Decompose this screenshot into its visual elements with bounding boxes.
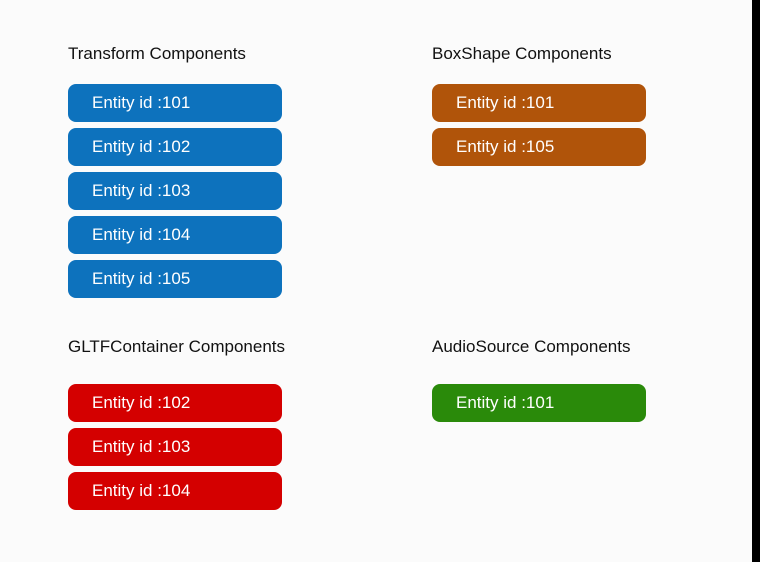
component-group-audiosource: AudioSource Components Entity id :101 bbox=[432, 337, 646, 422]
entity-pill[interactable]: Entity id :105 bbox=[432, 128, 646, 166]
group-title-gltfcontainer: GLTFContainer Components bbox=[68, 337, 286, 356]
entity-pill[interactable]: Entity id :104 bbox=[68, 216, 282, 254]
entity-pill-label: Entity id :101 bbox=[92, 93, 191, 112]
entity-pill-label: Entity id :101 bbox=[456, 393, 555, 412]
entity-pill-label: Entity id :105 bbox=[456, 137, 555, 156]
component-group-gltfcontainer: GLTFContainer Components Entity id :102 … bbox=[68, 337, 286, 510]
entity-pill[interactable]: Entity id :103 bbox=[68, 428, 282, 466]
entity-pill[interactable]: Entity id :101 bbox=[432, 84, 646, 122]
entity-pill[interactable]: Entity id :102 bbox=[68, 128, 282, 166]
right-edge-band bbox=[752, 0, 760, 562]
entity-list-audiosource: Entity id :101 bbox=[432, 384, 646, 428]
entity-pill[interactable]: Entity id :102 bbox=[68, 384, 282, 422]
entity-pill-label: Entity id :103 bbox=[92, 437, 191, 456]
entity-list-transform: Entity id :101 Entity id :102 Entity id … bbox=[68, 84, 282, 304]
entity-pill[interactable]: Entity id :101 bbox=[68, 84, 282, 122]
group-title-audiosource: AudioSource Components bbox=[432, 337, 631, 356]
entity-pill-label: Entity id :101 bbox=[456, 93, 555, 112]
entity-pill-label: Entity id :102 bbox=[92, 393, 191, 412]
entity-list-boxshape: Entity id :101 Entity id :105 bbox=[432, 84, 646, 172]
entity-pill-label: Entity id :103 bbox=[92, 181, 191, 200]
entity-pill-label: Entity id :102 bbox=[92, 137, 191, 156]
entity-pill[interactable]: Entity id :103 bbox=[68, 172, 282, 210]
component-group-boxshape: BoxShape Components Entity id :101 Entit… bbox=[432, 44, 646, 166]
entity-pill-label: Entity id :104 bbox=[92, 481, 191, 500]
entity-pill[interactable]: Entity id :105 bbox=[68, 260, 282, 298]
entity-pill-label: Entity id :105 bbox=[92, 269, 191, 288]
entity-pill[interactable]: Entity id :104 bbox=[68, 472, 282, 510]
entity-pill[interactable]: Entity id :101 bbox=[432, 384, 646, 422]
entity-list-gltfcontainer: Entity id :102 Entity id :103 Entity id … bbox=[68, 384, 282, 516]
group-title-boxshape: BoxShape Components bbox=[432, 44, 612, 63]
entity-pill-label: Entity id :104 bbox=[92, 225, 191, 244]
group-title-transform: Transform Components bbox=[68, 44, 246, 63]
component-group-transform: Transform Components Entity id :101 Enti… bbox=[68, 44, 282, 298]
